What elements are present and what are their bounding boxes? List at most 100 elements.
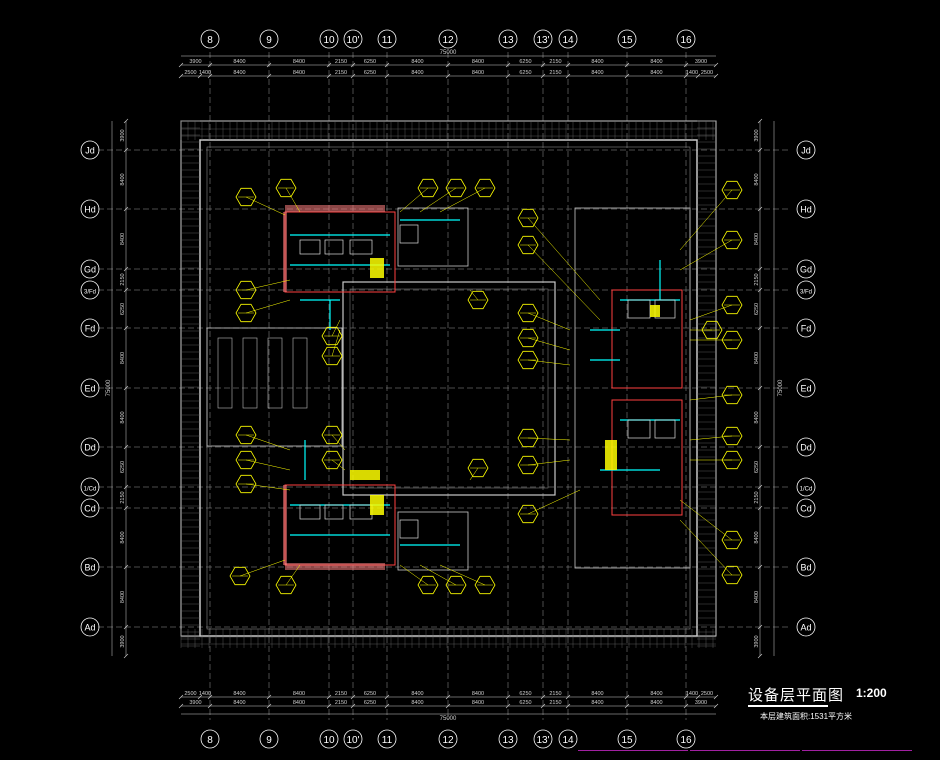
- dim-text: 8400: [754, 233, 760, 245]
- dim-tick: [757, 266, 763, 272]
- equipment-tag-hexagon: [474, 575, 496, 595]
- axis-grid-layer: [98, 52, 790, 720]
- dim-tick: [123, 653, 129, 659]
- dim-tick: [266, 73, 272, 79]
- dim-tick: [624, 703, 630, 709]
- dim-tick: [123, 505, 129, 511]
- equipment-layer: [283, 205, 683, 570]
- dim-tick: [695, 73, 701, 79]
- dim-tick: [445, 694, 451, 700]
- drawing-scale: 1:200: [856, 686, 887, 700]
- dim-text: 8400: [233, 700, 245, 706]
- tag-leader: [527, 337, 571, 351]
- equipment-unit: [349, 504, 373, 520]
- dim-tick: [350, 62, 356, 68]
- axis-bubble-col: [259, 29, 279, 49]
- dim-text: 3900: [695, 700, 707, 706]
- axis-label-row: Bd: [800, 563, 811, 573]
- drawing-title: 设备层平面图: [748, 686, 845, 704]
- equipment-tag-hexagon: [445, 575, 467, 595]
- dim-tick: [123, 564, 129, 570]
- dim-text: 2150: [754, 491, 760, 503]
- dim-text: 6250: [519, 691, 531, 697]
- dim-tick: [565, 62, 571, 68]
- equipment-unit: [627, 419, 651, 439]
- dim-tick: [326, 703, 332, 709]
- equipment-tag-hexagon: [275, 178, 297, 198]
- axis-bubble-col: [498, 729, 518, 749]
- dim-text: 8400: [754, 352, 760, 364]
- axis-label-col: 16: [680, 35, 692, 46]
- east-zone: [574, 207, 691, 569]
- tag-leader: [527, 359, 571, 366]
- dim-tick: [123, 287, 129, 293]
- equipment-tag-hexagon: [721, 530, 743, 550]
- dim-tick: [123, 206, 129, 212]
- dim-text: 3900: [754, 129, 760, 141]
- equipment-unit: [299, 504, 321, 520]
- axis-label-row: Fd: [801, 324, 812, 334]
- tag-leader: [419, 564, 457, 586]
- dim-tick: [505, 73, 511, 79]
- axis-bubble-row: [796, 617, 816, 637]
- axis-label-col: 9: [266, 735, 272, 746]
- parking-bay: [267, 337, 283, 409]
- dim-text: 2150: [120, 273, 126, 285]
- wall-hatch: [285, 563, 385, 570]
- axis-label-col: 10: [323, 735, 335, 746]
- tag-leader: [527, 217, 601, 301]
- dim-tick: [540, 703, 546, 709]
- dim-tick: [713, 694, 719, 700]
- dim-tick: [266, 694, 272, 700]
- axis-bubble-row: [796, 140, 816, 160]
- dim-tick: [326, 62, 332, 68]
- dim-text: 2500: [701, 691, 713, 697]
- dim-tick: [713, 73, 719, 79]
- tag-leader: [399, 564, 429, 586]
- dim-text: 1400: [199, 691, 211, 697]
- equipment-tag-hexagon: [445, 178, 467, 198]
- axis-bubble-col: [438, 29, 458, 49]
- equipment-tag-hexagon: [235, 280, 257, 300]
- dim-text: 8400: [411, 59, 423, 65]
- dim-text: 8400: [591, 59, 603, 65]
- tag-leader: [679, 519, 733, 576]
- dim-overall-text: 75000: [440, 50, 457, 56]
- dim-tick: [624, 694, 630, 700]
- building-outline-layer: [180, 120, 717, 648]
- dim-tick: [757, 325, 763, 331]
- dim-tick: [445, 62, 451, 68]
- dim-tick: [757, 118, 763, 124]
- dimension-layer: 3900 8400 8400 2150 6250 8400 8400 6250 2150 8400…: [106, 50, 784, 722]
- dim-tick: [505, 694, 511, 700]
- equipment-tag-hexagon: [321, 326, 343, 346]
- axis-bubble-row: [80, 378, 100, 398]
- equipment-tag-hexagon: [721, 180, 743, 200]
- dim-text: 8400: [233, 691, 245, 697]
- highlight-block: [650, 305, 660, 317]
- tag-leader: [679, 499, 733, 541]
- dim-text: 6250: [519, 59, 531, 65]
- dim-text: 8400: [293, 691, 305, 697]
- axis-bubble-col: [617, 729, 637, 749]
- axis-bubble-row: [796, 318, 816, 338]
- axis-label-row: 1/Cd: [84, 487, 97, 493]
- dim-text: 2150: [549, 59, 561, 65]
- axis-label-col: 10': [346, 735, 359, 746]
- axis-bubble-col: [259, 729, 279, 749]
- dim-tick: [445, 703, 451, 709]
- tag-leader: [245, 299, 291, 314]
- axis-label-col: 10': [346, 35, 359, 46]
- axis-label-col: 15: [621, 35, 633, 46]
- axis-label-row: Gd: [800, 265, 812, 275]
- axis-bubble-col: [319, 29, 339, 49]
- dim-text: 3900: [189, 700, 201, 706]
- dim-text: 8400: [650, 700, 662, 706]
- dim-tick: [565, 694, 571, 700]
- equipment-tag-hexagon: [275, 575, 297, 595]
- equipment-tag-hexagon: [417, 575, 439, 595]
- dim-text: 6250: [364, 700, 376, 706]
- axis-label-col: 16: [680, 735, 692, 746]
- dim-text: 6250: [364, 59, 376, 65]
- dim-text: 8400: [472, 70, 484, 76]
